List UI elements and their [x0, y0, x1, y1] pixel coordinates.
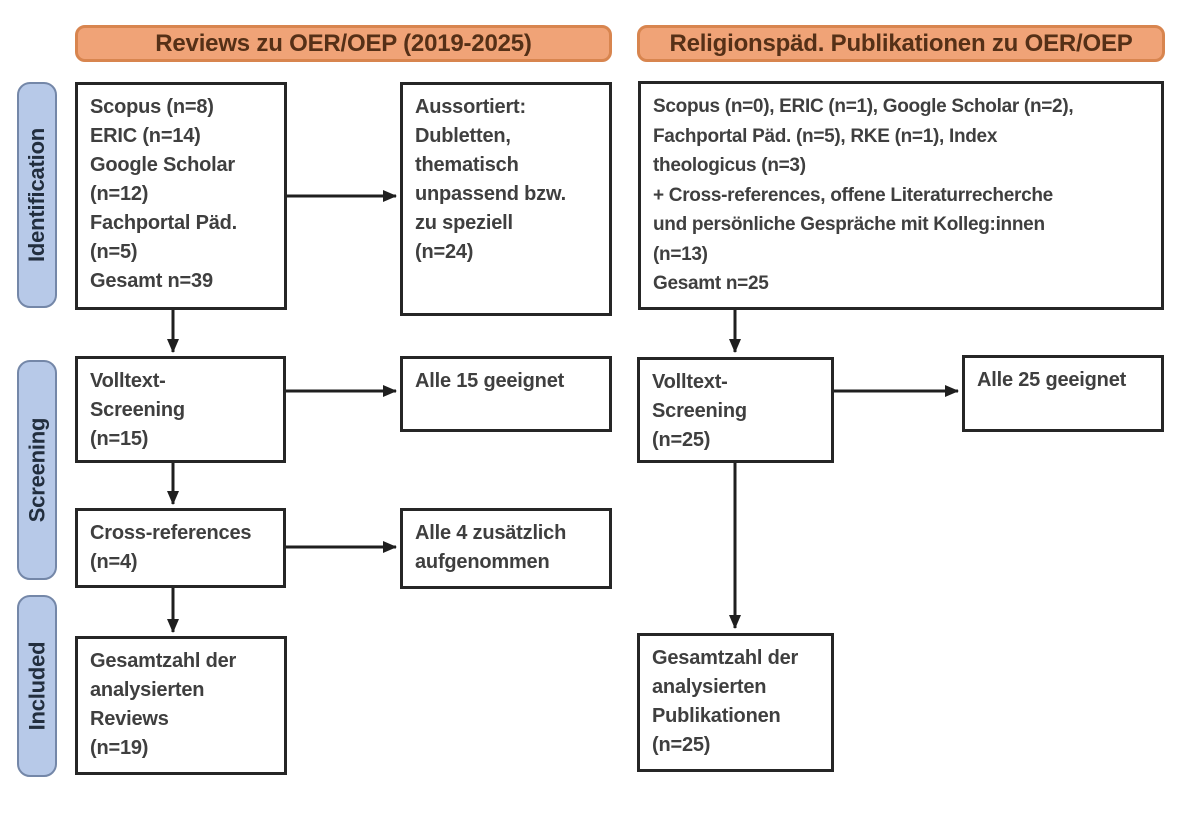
left-excluded-box: Aussortiert: Dubletten, thematisch unpas… — [400, 82, 612, 316]
left-excluded-text: Aussortiert: Dubletten, thematisch unpas… — [415, 96, 566, 263]
left-sources-box: Scopus (n=8) ERIC (n=14) Google Scholar … — [75, 82, 287, 310]
stage-label-screening: Screening — [17, 360, 57, 580]
stage-label-included-text: Included — [24, 641, 50, 731]
stage-label-screening-text: Screening — [24, 417, 50, 523]
left-cross-references-result-text: Alle 4 zusätzlich aufgenommen — [415, 522, 567, 573]
right-fulltext-result-box: Alle 25 geeignet — [962, 355, 1164, 432]
left-fulltext-result-text: Alle 15 geeignet — [415, 370, 565, 392]
right-sources-text: Scopus (n=0), ERIC (n=1), Google Scholar… — [653, 96, 1074, 294]
left-included-total-text: Gesamtzahl der analysierten Reviews (n=1… — [90, 650, 237, 759]
column-header-religionspaed-publikationen: Religionspäd. Publikationen zu OER/OEP — [637, 25, 1165, 62]
right-fulltext-result-text: Alle 25 geeignet — [977, 369, 1127, 391]
stage-label-identification-text: Identification — [24, 127, 49, 263]
right-included-total-box: Gesamtzahl der analysierten Publikatione… — [637, 633, 834, 772]
left-cross-references-box: Cross-references (n=4) — [75, 508, 286, 588]
left-fulltext-result-box: Alle 15 geeignet — [400, 356, 612, 432]
left-fulltext-screening-text: Volltext- Screening (n=15) — [90, 370, 185, 450]
left-included-total-box: Gesamtzahl der analysierten Reviews (n=1… — [75, 636, 287, 775]
right-fulltext-screening-box: Volltext- Screening (n=25) — [637, 357, 834, 463]
right-fulltext-screening-text: Volltext- Screening (n=25) — [652, 371, 747, 451]
stage-label-included: Included — [17, 595, 57, 777]
stage-label-identification: Identification — [17, 82, 57, 308]
left-fulltext-screening-box: Volltext- Screening (n=15) — [75, 356, 286, 463]
left-sources-text: Scopus (n=8) ERIC (n=14) Google Scholar … — [90, 96, 238, 292]
column-header-reviews: Reviews zu OER/OEP (2019-2025) — [75, 25, 612, 62]
left-cross-references-result-box: Alle 4 zusätzlich aufgenommen — [400, 508, 612, 589]
left-cross-references-text: Cross-references (n=4) — [90, 522, 252, 573]
right-included-total-text: Gesamtzahl der analysierten Publikatione… — [652, 647, 799, 756]
right-sources-box: Scopus (n=0), ERIC (n=1), Google Scholar… — [638, 81, 1164, 310]
